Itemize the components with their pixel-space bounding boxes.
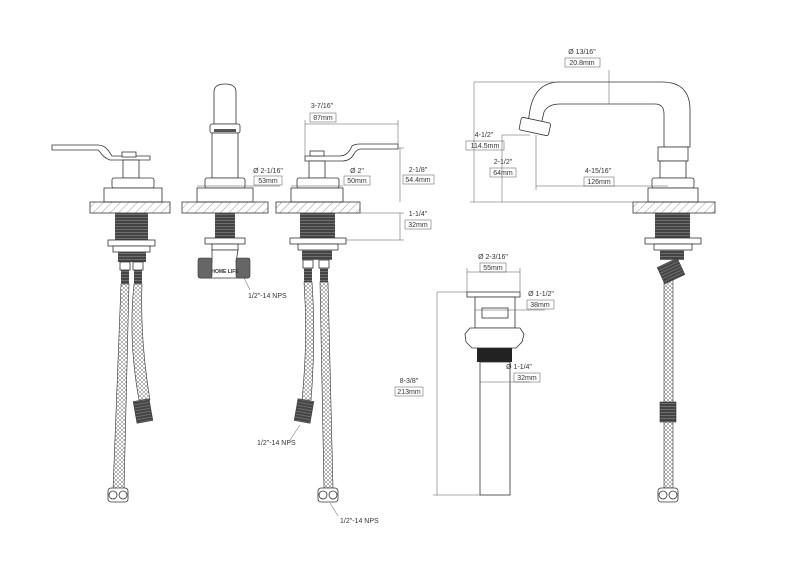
dim-spout-dia-in: Ø 13/16"	[568, 49, 596, 56]
dim-drain-tube-mm: 32mm	[517, 375, 537, 382]
dim-spout-dia-mm: 20.8mm	[569, 60, 594, 67]
dim-drain-tube-in: Ø 1-1/4"	[506, 364, 532, 371]
dim-center-dia-in: Ø 2-1/16"	[253, 168, 283, 175]
dim-drain-flange-in: Ø 2-3/16"	[478, 254, 508, 261]
dim-drain-body-mm: 38mm	[530, 302, 550, 309]
dim-spout-clearance-mm: 64mm	[493, 170, 513, 177]
spout-side-view: Ø 13/16" 20.8mm 4-1/2" 114.5mm 2-1/2" 64…	[465, 49, 716, 503]
dim-shank-in: 1-1/4"	[409, 211, 428, 218]
drain-view: Ø 2-3/16" 55mm Ø 1-1/2" 38mm Ø 1-1/4" 32…	[394, 254, 554, 496]
dim-shank-mm: 32mm	[408, 222, 428, 229]
right-handle-view: 1/2"-14 NPS 1/2"-14 NPS 3-7/16" 87mm Ø 2…	[257, 103, 435, 525]
dim-drain-length-mm: 213mm	[397, 389, 421, 396]
spout-front-view: HOME LIFE 1/2"-14 NPS Ø 2-1/16" 53mm	[181, 83, 287, 300]
dim-drain-flange-mm: 55mm	[483, 265, 503, 272]
dim-center-dia-mm: 53mm	[258, 178, 278, 185]
nps-label-upper: 1/2"-14 NPS	[257, 440, 296, 447]
dim-spout-reach-mm: 126mm	[587, 179, 611, 186]
dim-drain-length-in: 8-3/8"	[400, 378, 419, 385]
brand-mark: HOME LIFE	[211, 269, 239, 275]
dim-handle-height-mm: 54.4mm	[405, 177, 430, 184]
dim-handle-dia-in: Ø 2"	[350, 168, 364, 175]
dim-spout-height-in: 4-1/2"	[475, 132, 494, 139]
nps-label-center: 1/2"-14 NPS	[248, 293, 287, 300]
dim-spout-height-mm: 114.5mm	[471, 143, 500, 150]
dim-handle-width-in: 3-7/16"	[311, 103, 334, 110]
dim-drain-body-in: Ø 1-1/2"	[528, 291, 554, 298]
dim-spout-reach-in: 4-15/16"	[585, 168, 612, 175]
left-handle-view	[51, 144, 171, 503]
nps-label-lower: 1/2"-14 NPS	[340, 518, 379, 525]
dim-handle-dia-mm: 50mm	[347, 178, 367, 185]
dim-spout-clearance-in: 2-1/2"	[494, 159, 513, 166]
dim-handle-width-mm: 87mm	[313, 115, 333, 122]
dim-handle-height-in: 2-1/8"	[409, 167, 428, 174]
